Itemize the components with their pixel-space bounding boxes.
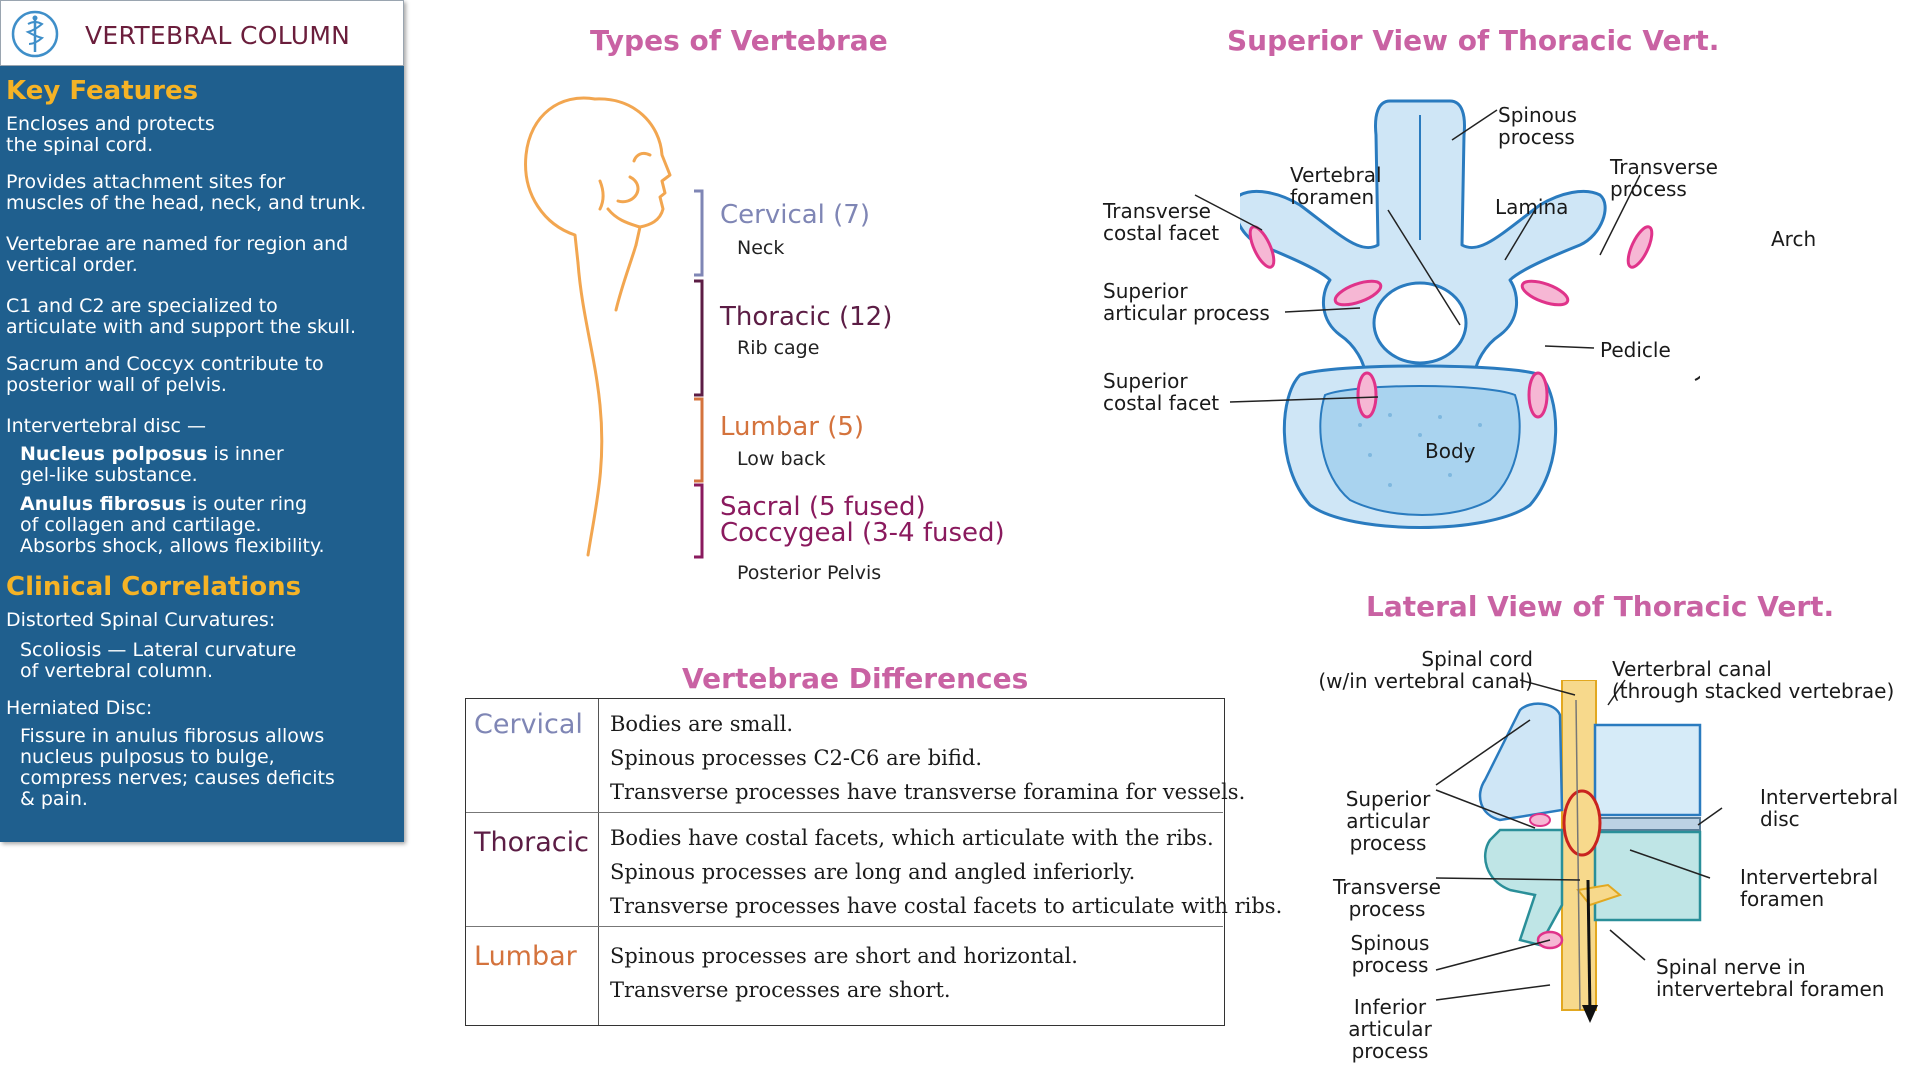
label-superior-costal-facet: Superior costal facet [1103,369,1220,415]
label-spinal-cord: Spinal cord (w/in vertebral canal) [1318,647,1533,693]
table-row: Lumbar Spinous processes are short and h… [466,927,1223,1025]
differences-table: Cervical Bodies are small. Spinous proce… [465,698,1282,1026]
row-name: Thoracic [474,827,589,858]
region-name: Sacral (5 fused) [720,492,926,522]
superior-leader-lines [1194,109,1700,403]
feature-item: Sacrum and Coccyx contribute to posterio… [6,353,324,396]
region-coccygeal-sub: Posterior Pelvis [737,562,882,584]
row-description: Bodies are small. Spinous processes C2-C… [610,707,1245,809]
label-body: Body [1425,439,1476,463]
row-line: Spinous processes are short and horizont… [610,944,1078,968]
feature-item: Provides attachment sites for muscles of… [6,171,367,214]
region-brackets [694,189,704,559]
label-lateral-superior-articular: Superior articular process [1345,787,1431,855]
label-lateral-spinous: Spinous process [1350,931,1430,977]
types-title: Types of Vertebrae [590,24,888,57]
label-intervertebral-disc: Intervertebral disc [1760,785,1899,831]
row-name: Cervical [474,709,583,740]
region-thoracic: Thoracic (12) [720,302,892,332]
region-lumbar-sub: Low back [737,448,826,470]
label-lamina: Lamina [1495,195,1569,219]
disc-item-bold: Anulus fibrosus [20,493,186,515]
row-line: Bodies have costal facets, which articul… [610,826,1214,850]
sidebar-title: VERTEBRAL COLUMN [85,21,351,50]
feature-item: Vertebrae are named for region and verti… [6,233,349,276]
label-pedicle: Pedicle [1600,338,1671,362]
label-transverse-process: Transverse process [1610,155,1718,201]
row-line: Spinous processes C2-C6 are bifid. [610,746,983,770]
key-features-heading: Key Features [6,76,199,106]
label-intervertebral-foramen: Intervertebral foramen [1740,865,1879,911]
clinical-1-text: Scoliosis — Lateral curvature of vertebr… [20,639,297,682]
region-name: Coccygeal (3-4 fused) [720,518,1005,548]
row-line: Transverse processes are short. [610,978,951,1002]
row-line: Bodies are small. [610,712,794,736]
row-description: Bodies have costal facets, which articul… [610,821,1282,923]
table-row: Cervical Bodies are small. Spinous proce… [466,699,1245,813]
region-thoracic-sub: Rib cage [737,337,820,359]
lateral-title: Lateral View of Thoracic Vert. [1366,590,1835,623]
sidebar-panel: VERTEBRAL COLUMN Key Features Encloses a… [0,0,404,842]
row-line: Transverse processes have transverse for… [610,780,1246,804]
clinical-heading: Clinical Correlations [6,572,302,602]
feature-item: C1 and C2 are specialized to articulate … [6,295,357,338]
label-superior-articular-process: Superior articular process [1103,279,1270,325]
region-sacral: Sacral (5 fused) [720,492,926,522]
label-vertebral-foramen: Vertebral foramen [1290,163,1382,209]
label-spinal-nerve: Spinal nerve in intervertebral foramen [1656,955,1885,1001]
region-coccygeal: Coccygeal (3-4 fused) [720,518,1005,548]
clinical-1-title: Distorted Spinal Curvatures: [6,609,276,631]
region-name: Lumbar (5) [720,412,865,442]
row-line: Transverse processes have costal facets … [610,894,1283,918]
clinical-2-text: Fissure in anulus fibrosus allows nucleu… [20,725,335,810]
feature-item: Intervertebral disc — [6,415,207,437]
clinical-2-title: Herniated Disc: [6,697,153,719]
sidebar-header: VERTEBRAL COLUMN [0,0,404,66]
superior-vertebra-illustration [1240,99,1654,529]
human-profile-figure [524,96,672,557]
label-lateral-transverse: Transverse process [1333,875,1441,921]
label-inferior-articular: Inferior articular process [1348,995,1432,1063]
superior-title: Superior View of Thoracic Vert. [1227,24,1720,57]
disc-item-text: is outer ring of collagen and cartilage.… [20,493,325,557]
caduceus-logo-icon [11,10,59,58]
row-line: Spinous processes are long and angled in… [610,860,1136,884]
region-name: Cervical (7) [720,200,870,230]
disc-item-anulus: Anulus fibrosus is outer ring of collage… [20,494,325,557]
row-description: Spinous processes are short and horizont… [610,939,1078,1007]
region-name: Thoracic (12) [720,302,893,332]
disc-item-text: is inner gel-like substance. [20,443,284,486]
differences-title: Vertebrae Differences [682,662,1029,695]
column-divider [598,699,599,812]
column-divider [598,813,599,926]
row-name: Lumbar [474,941,577,972]
label-transverse-costal-facet: Transverse costal facet [1103,199,1220,245]
region-cervical-sub: Neck [737,237,785,259]
lateral-leader-lines [1435,679,1723,1001]
lateral-vertebra-illustration [1478,680,1702,1023]
label-arch: Arch [1771,227,1817,251]
label-spinous-process: Spinous process [1498,103,1577,149]
region-cervical: Cervical (7) [720,200,870,230]
column-divider [598,927,599,1025]
label-vertebral-canal: Verterbral canal (through stacked verteb… [1612,657,1895,703]
table-row: Thoracic Bodies have costal facets, whic… [466,813,1282,927]
feature-item: Encloses and protects the spinal cord. [6,113,215,156]
disc-item-nucleus: Nucleus polposus is inner gel-like subst… [20,444,284,486]
disc-item-bold: Nucleus polposus [20,443,208,465]
region-lumbar: Lumbar (5) [720,412,864,442]
